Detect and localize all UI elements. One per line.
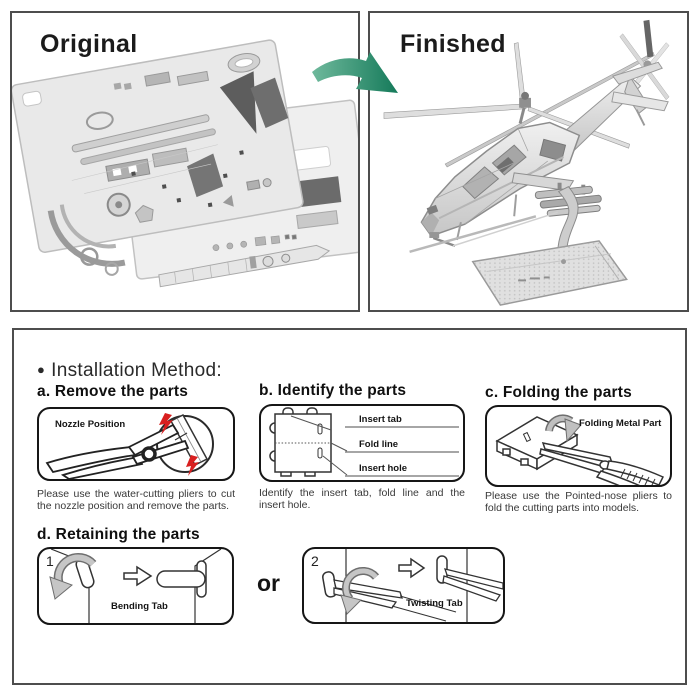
installation-method-title: ●Installation Method:	[37, 360, 222, 381]
step-d-option1-diagram: 1 Bending Tab	[37, 547, 234, 625]
installation-panel: ●Installation Method: a. Remove the part…	[12, 328, 687, 685]
original-panel: Original	[10, 11, 360, 312]
cutting-pliers-illustration	[45, 413, 214, 479]
step-b-heading: b. Identify the parts	[259, 382, 407, 399]
insert-hole-label: Insert hole	[359, 463, 408, 474]
folded-part	[495, 416, 579, 471]
cut-spark-icon	[159, 413, 199, 476]
fold-line-label: Fold line	[359, 439, 399, 450]
option-1-number: 1	[46, 553, 54, 569]
label-leader-lines	[345, 426, 459, 477]
result-pliers-tip	[442, 568, 503, 602]
twisting-tab-label: Twisting Tab	[406, 598, 463, 609]
weapon-pylons	[511, 172, 602, 217]
fold-arrow-icon	[545, 414, 582, 443]
step-c-caption: Please use the Pointed-nose pliers to fo…	[485, 490, 672, 515]
finished-title: Finished	[400, 30, 506, 58]
folding-pliers-illustration	[495, 414, 665, 485]
twist-arrow-icon	[340, 567, 380, 615]
insert-tab-label: Insert tab	[359, 414, 402, 425]
metal-sheet-front	[12, 39, 304, 276]
bend-arrow-icon	[49, 553, 97, 600]
step-d-option2-diagram: 2 Twisting Tab	[302, 547, 505, 624]
or-separator: or	[257, 570, 280, 596]
transform-arrow-icon	[312, 52, 398, 93]
bending-tab-illustration	[49, 549, 222, 623]
step-a-diagram: Nozzle Position	[37, 407, 235, 481]
pliers-icon	[45, 423, 190, 479]
metal-sheets-illustration	[12, 39, 358, 288]
bending-tab-label: Bending Tab	[111, 601, 168, 612]
step-d-heading: d. Retaining the parts	[37, 526, 200, 543]
step-a-caption: Please use the water-cutting pliers to c…	[37, 488, 235, 513]
folding-metal-part-label: Folding Metal Part	[579, 418, 662, 429]
option-2-number: 2	[311, 553, 319, 569]
bullet-icon: ●	[37, 362, 46, 377]
landing-skids	[409, 194, 558, 253]
step-a-heading: a. Remove the parts	[37, 383, 189, 400]
next-arrow-icon	[123, 565, 153, 587]
original-title: Original	[40, 30, 138, 58]
pointed-nose-pliers-icon	[539, 441, 665, 485]
twisting-tab-illustration	[322, 549, 503, 622]
step-c-heading: c. Folding the parts	[485, 384, 632, 401]
next-arrow-icon	[398, 557, 426, 579]
grip-hatching	[620, 468, 656, 485]
part-diagram-illustration	[269, 407, 459, 477]
step-b-caption: Identify the insert tab, fold line and t…	[259, 487, 465, 512]
step-b-diagram: Insert tab Fold line Insert hole	[259, 404, 465, 482]
helicopter-illustration	[383, 19, 670, 306]
display-stand	[471, 186, 628, 306]
finished-panel: Finished	[368, 11, 689, 312]
step-c-diagram: Folding Metal Part	[485, 405, 672, 487]
nozzle-position-label: Nozzle Position	[55, 419, 126, 430]
